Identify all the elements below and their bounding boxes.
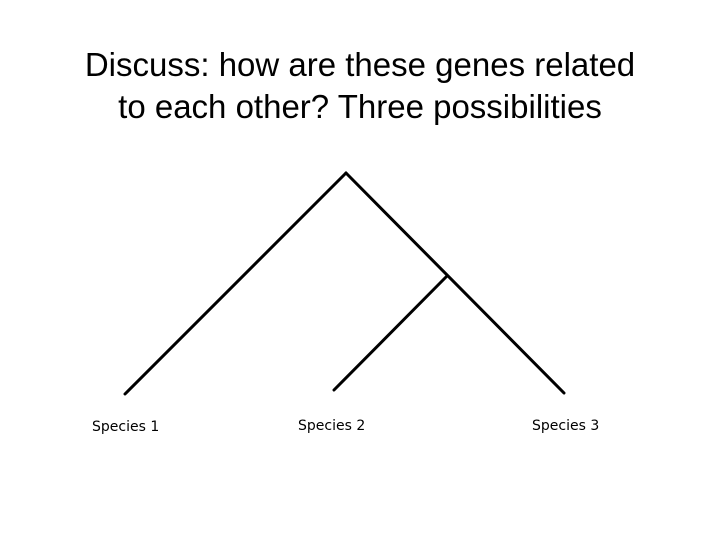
branch-root-to-species-3 xyxy=(344,171,566,395)
species-2-label: Species 2 xyxy=(298,418,366,434)
slide-title: Discuss: how are these genes related to … xyxy=(0,44,720,128)
branch-node-to-species-2 xyxy=(332,275,448,392)
species-3-label: Species 3 xyxy=(532,418,600,434)
title-line-1: Discuss: how are these genes related xyxy=(84,46,636,83)
branch-root-to-species-1 xyxy=(123,171,348,396)
species-1-label: Species 1 xyxy=(92,419,160,435)
title-line-2: to each other? Three possibilities xyxy=(118,88,602,125)
